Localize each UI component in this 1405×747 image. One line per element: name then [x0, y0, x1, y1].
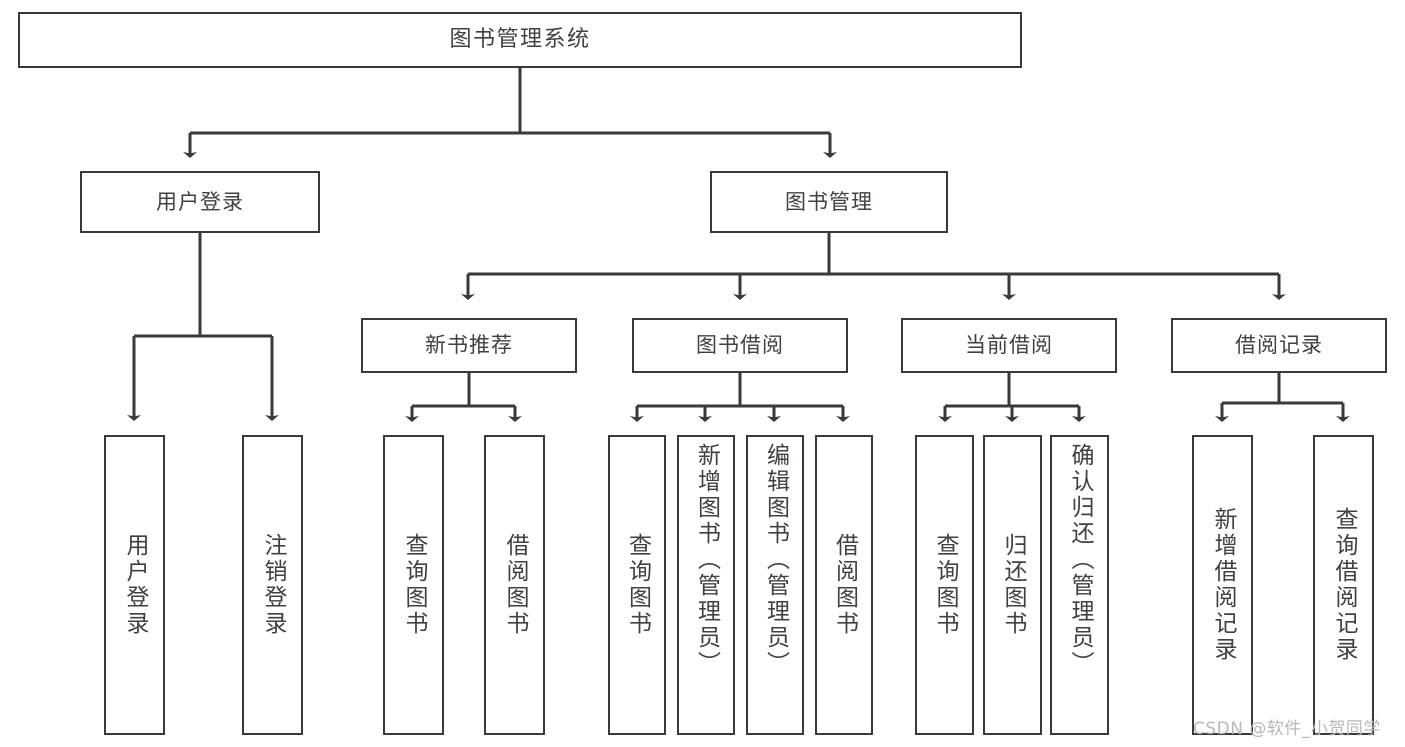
node-label: 查询借阅记录	[1331, 507, 1357, 663]
leaf-query-book-1[interactable]: 查询图书	[383, 435, 444, 735]
leaf-add-book[interactable]: 新增图书（管理员）	[677, 435, 735, 735]
leaf-query-book-2[interactable]: 查询图书	[608, 435, 666, 735]
leaf-logout-login[interactable]: 注销登录	[242, 435, 303, 735]
leaf-add-record[interactable]: 新增借阅记录	[1192, 435, 1253, 735]
node-label: 编辑图书（管理员）	[762, 443, 789, 677]
leaf-edit-book[interactable]: 编辑图书（管理员）	[746, 435, 804, 735]
node-label: 用户登录	[122, 533, 148, 637]
leaf-query-record[interactable]: 查询借阅记录	[1313, 435, 1374, 735]
node-label: 借阅记录	[1235, 333, 1323, 358]
node-label: 新书推荐	[425, 333, 513, 358]
node-label: 图书借阅	[696, 333, 784, 358]
node-label: 新增图书（管理员）	[693, 443, 720, 677]
node-label: 新增借阅记录	[1210, 507, 1236, 663]
node-label: 图书管理系统	[449, 27, 591, 53]
node-root-system[interactable]: 图书管理系统	[18, 12, 1022, 68]
leaf-query-book-3[interactable]: 查询图书	[915, 435, 974, 735]
node-user-login[interactable]: 用户登录	[80, 171, 320, 233]
node-label: 确认归还（管理员）	[1067, 443, 1093, 677]
node-label: 用户登录	[156, 189, 244, 214]
leaf-return-book[interactable]: 归还图书	[983, 435, 1042, 735]
node-label: 借阅图书	[831, 533, 858, 637]
leaf-borrow-book-2[interactable]: 借阅图书	[815, 435, 873, 735]
node-label: 图书管理	[785, 189, 873, 214]
node-label: 借阅图书	[502, 533, 528, 637]
node-new-book-recommend[interactable]: 新书推荐	[361, 318, 577, 373]
node-label: 查询图书	[624, 533, 651, 637]
node-label: 查询图书	[401, 533, 427, 637]
leaf-confirm-return[interactable]: 确认归还（管理员）	[1050, 435, 1109, 735]
node-label: 归还图书	[1000, 533, 1026, 637]
node-label: 当前借阅	[965, 333, 1053, 358]
node-book-manage[interactable]: 图书管理	[710, 171, 948, 233]
node-label: 查询图书	[932, 533, 958, 637]
node-book-borrow[interactable]: 图书借阅	[632, 318, 848, 373]
node-borrow-record[interactable]: 借阅记录	[1171, 318, 1387, 373]
node-current-borrow[interactable]: 当前借阅	[901, 318, 1117, 373]
leaf-borrow-book-1[interactable]: 借阅图书	[484, 435, 545, 735]
leaf-user-login[interactable]: 用户登录	[104, 435, 165, 735]
watermark-csdn: CSDN @软件_小贺同学	[1193, 719, 1381, 739]
node-label: 注销登录	[260, 533, 286, 637]
